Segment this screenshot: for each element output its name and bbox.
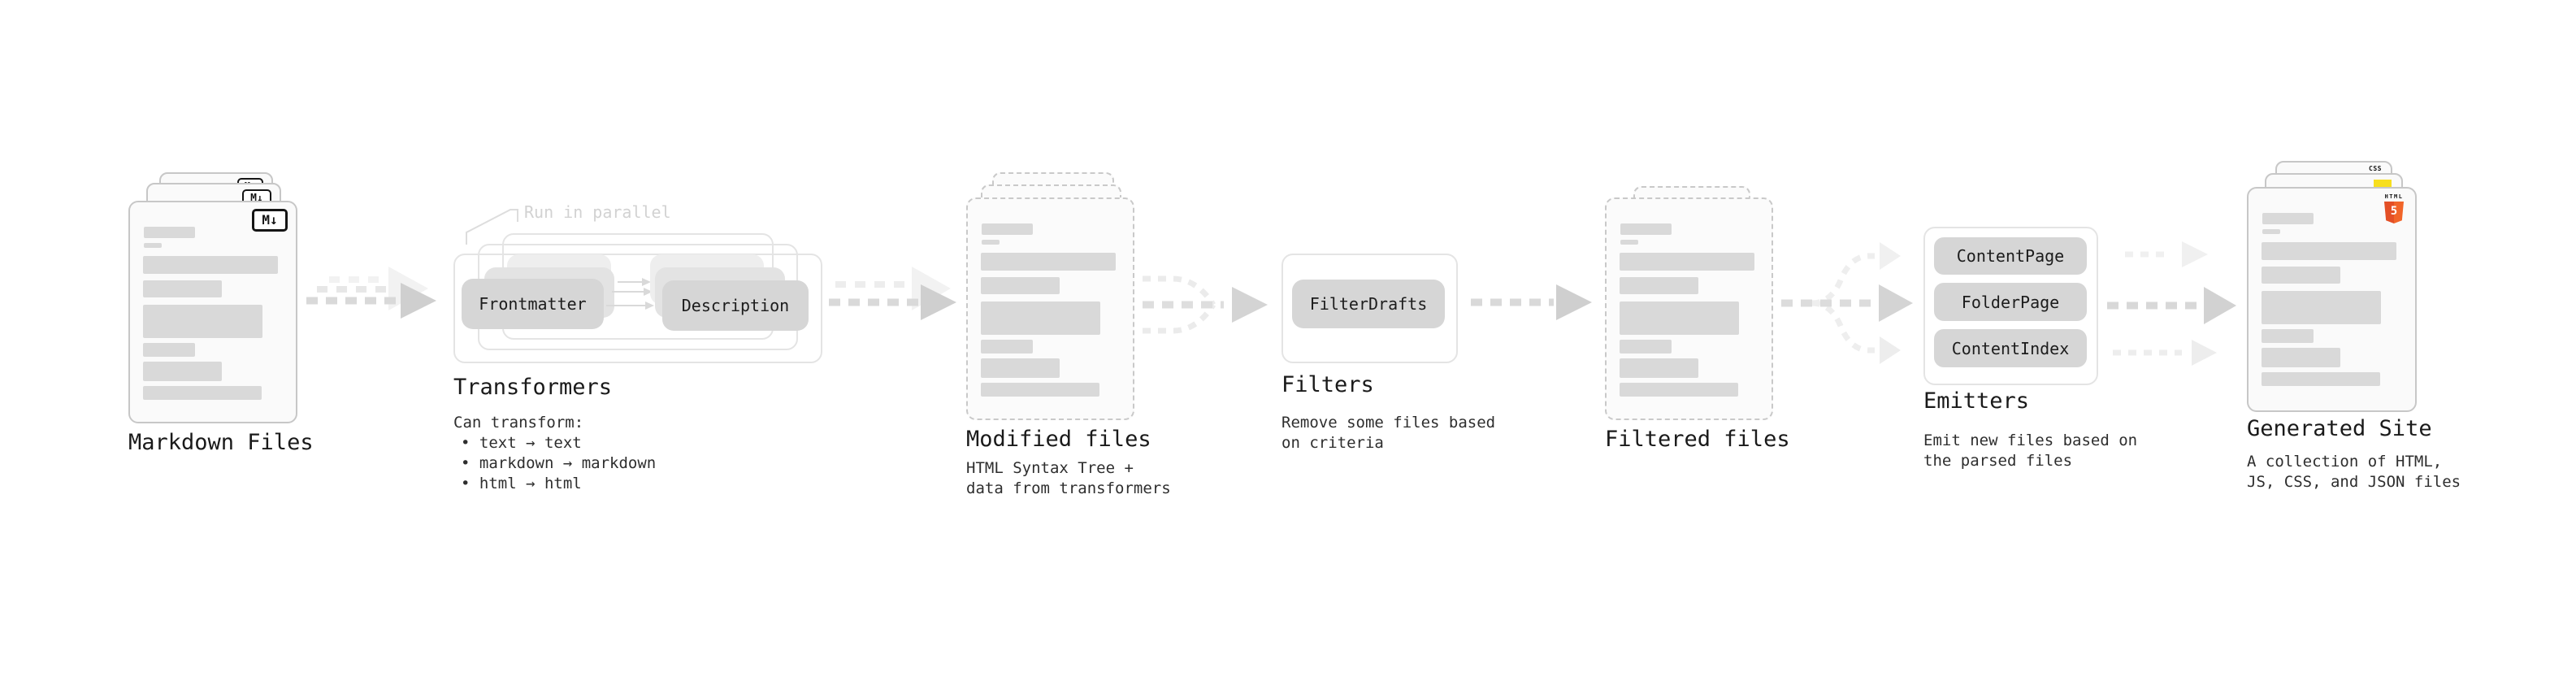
emitters-description-line: Emit new files based on (1923, 432, 2138, 449)
modified-files-description-line: HTML Syntax Tree + (966, 459, 1134, 477)
transformers-description-title: Can transform: (453, 414, 584, 432)
text-placeholder-bar (982, 240, 1000, 245)
arrows-emitters-to-site (2107, 241, 2236, 366)
text-placeholder-bar (144, 227, 195, 238)
site-file-card-html: HTML 5 (2247, 187, 2417, 412)
text-placeholder-bar (1620, 240, 1638, 245)
text-placeholder-bar (2262, 229, 2280, 234)
transformers-bullet: • html → html (461, 475, 582, 492)
generated-site-description: A collection of HTML, JS, CSS, and JSON … (2247, 452, 2461, 492)
transformer-pill-description: Description (662, 280, 809, 331)
filtered-files-label: Filtered files (1605, 427, 1790, 452)
text-placeholder-bar (2262, 329, 2314, 343)
text-placeholder-bar (2262, 213, 2314, 224)
markdown-icon: M↓ (252, 209, 288, 232)
text-placeholder-bar (144, 243, 162, 248)
parallel-flow-arrows (606, 278, 654, 310)
text-placeholder-bar (981, 358, 1060, 378)
text-placeholder-bar (982, 223, 1033, 235)
emitters-box (1923, 227, 2098, 385)
emitter-pill-contentpage: ContentPage (1934, 237, 2087, 275)
text-placeholder-bar (981, 253, 1116, 271)
text-placeholder-bar (2262, 372, 2380, 386)
filter-pill-filterdrafts: FilterDrafts (1292, 280, 1445, 328)
transformer-run-box-front (453, 254, 822, 363)
text-placeholder-bar (981, 383, 1099, 397)
arrow-markdown-to-transformers (306, 267, 436, 319)
generated-site-label: Generated Site (2247, 416, 2432, 441)
html5-logo-word: HTML (2384, 193, 2404, 200)
text-placeholder-bar (2262, 348, 2340, 367)
generated-site-description-line: JS, CSS, and JSON files (2247, 473, 2461, 491)
text-placeholder-bar (1620, 383, 1738, 397)
modified-files-description: HTML Syntax Tree + data from transformer… (966, 458, 1171, 499)
filters-description-line: on criteria (1281, 434, 1384, 452)
transformer-pill-frontmatter: Frontmatter (462, 279, 604, 329)
text-placeholder-bar (143, 362, 222, 381)
arrow-modified-to-filters-merge (1143, 275, 1268, 334)
emitter-pill-contentindex: ContentIndex (1934, 329, 2087, 367)
text-placeholder-bar (1620, 301, 1739, 335)
transformers-description: Can transform: • text → text • markdown … (453, 413, 656, 494)
text-placeholder-bar (143, 386, 262, 400)
emitters-label: Emitters (1923, 388, 2030, 414)
emitters-description-line: the parsed files (1923, 452, 2073, 470)
markdown-files-label: Markdown Files (128, 430, 314, 455)
text-placeholder-bar (981, 301, 1100, 335)
modified-files-label: Modified files (966, 427, 1151, 452)
generated-site-description-line: A collection of HTML, (2247, 453, 2443, 471)
transformers-bullet: • markdown → markdown (461, 454, 657, 472)
html5-logo-shield: 5 (2384, 202, 2404, 223)
markdown-file-card-front: M↓ (128, 201, 297, 423)
filtered-file-card-front (1605, 197, 1773, 420)
arrow-transformers-to-modified (829, 267, 956, 320)
text-placeholder-bar (1620, 253, 1754, 271)
arrow-filtered-to-emitters-split (1781, 242, 1913, 364)
transformers-label: Transformers (453, 375, 613, 400)
text-placeholder-bar (981, 340, 1033, 354)
modified-files-description-line: data from transformers (966, 479, 1171, 497)
text-placeholder-bar (143, 280, 222, 297)
text-placeholder-bar (1620, 277, 1698, 294)
run-in-parallel-annotation: Run in parallel (524, 202, 671, 222)
transformers-bullet: • text → text (461, 434, 582, 452)
text-placeholder-bar (1620, 223, 1672, 235)
text-placeholder-bar (2262, 242, 2396, 260)
modified-file-card-front (966, 197, 1134, 420)
filters-box (1281, 254, 1458, 363)
text-placeholder-bar (981, 277, 1060, 294)
filters-description: Remove some files based on criteria (1281, 413, 1495, 453)
text-placeholder-bar (143, 256, 278, 274)
html5-logo-icon: HTML 5 (2383, 194, 2405, 223)
text-placeholder-bar (1620, 340, 1672, 354)
text-placeholder-bar (2262, 267, 2340, 284)
run-in-parallel-leader-line (466, 209, 518, 245)
text-placeholder-bar (2262, 291, 2381, 324)
filters-description-line: Remove some files based (1281, 414, 1496, 432)
text-placeholder-bar (1620, 358, 1698, 378)
text-placeholder-bar (143, 343, 195, 357)
emitters-description: Emit new files based on the parsed files (1923, 431, 2137, 471)
html5-logo-number: 5 (2390, 205, 2398, 218)
arrow-filters-to-filtered (1471, 284, 1592, 320)
emitter-pill-folderpage: FolderPage (1934, 283, 2087, 321)
text-placeholder-bar (143, 305, 262, 338)
filters-label: Filters (1281, 372, 1374, 397)
